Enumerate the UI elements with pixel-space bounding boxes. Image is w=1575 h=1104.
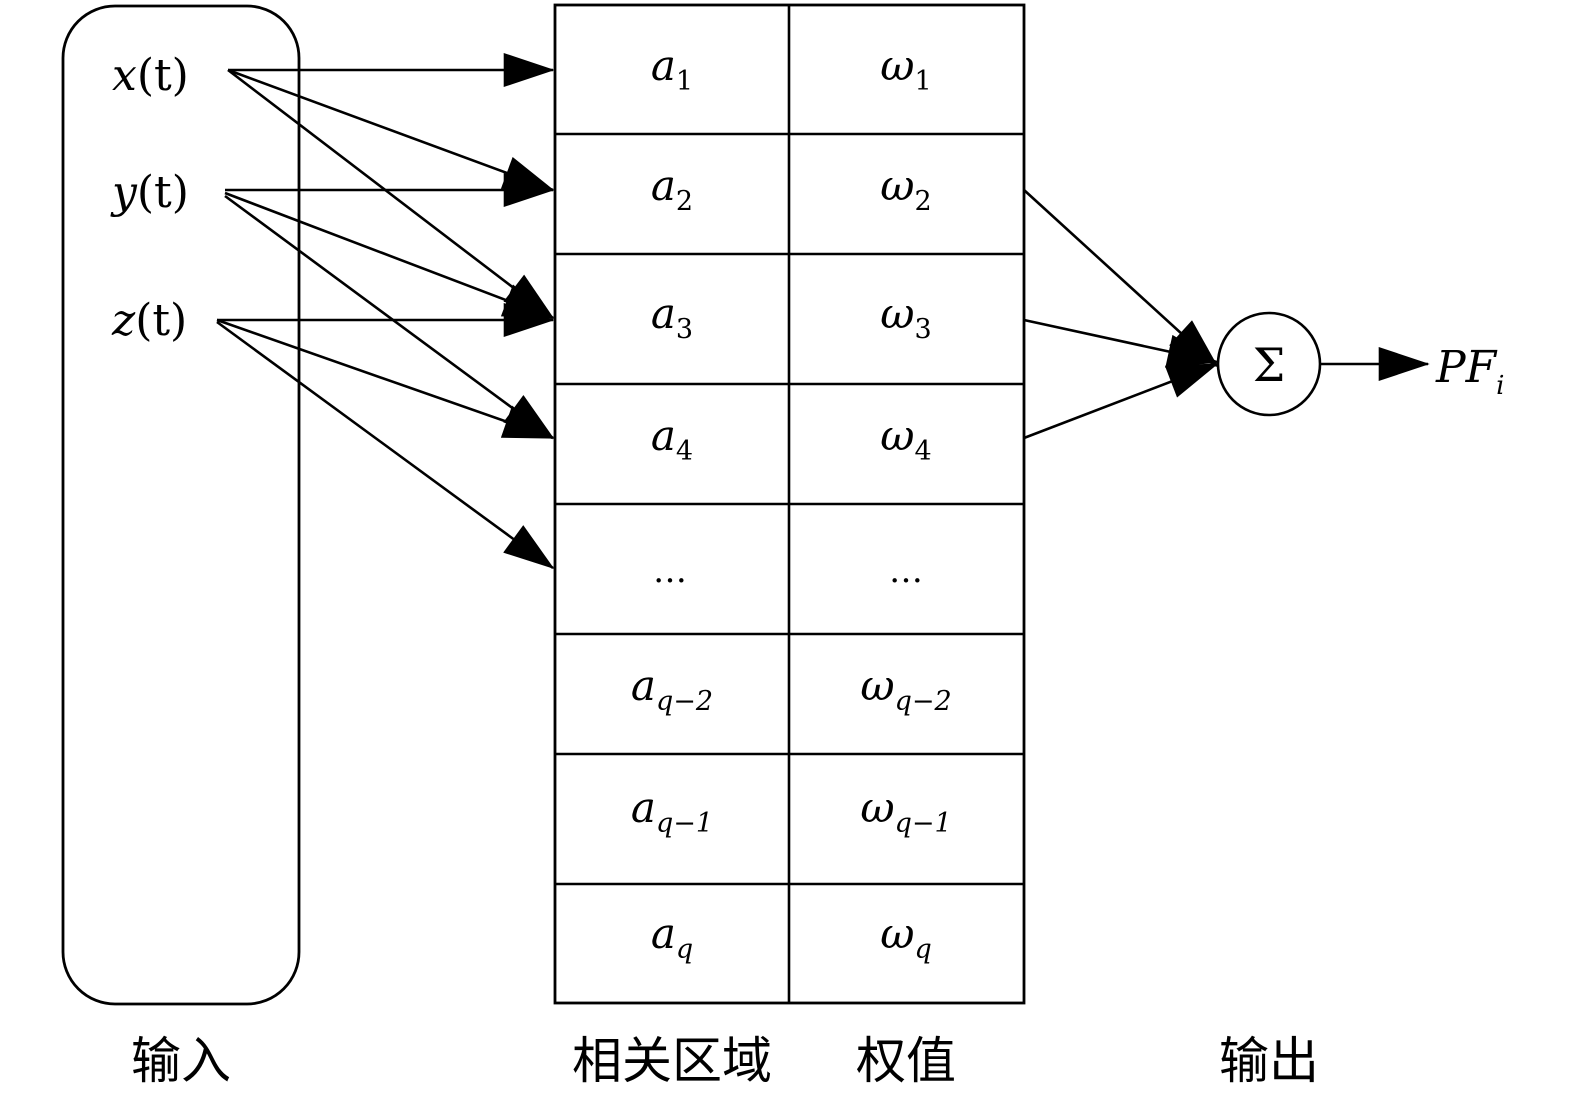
region-cell: aq−1 — [631, 783, 713, 839]
label-output: 输出 — [1219, 1032, 1319, 1090]
arrow-z-ellipsis — [216, 320, 555, 570]
arrow-w4-sum — [1023, 362, 1219, 440]
weight-cell: ωq−2 — [860, 661, 951, 717]
region-cell: a3 — [651, 289, 693, 345]
arrow-x-a3 — [227, 68, 555, 320]
arrow-z-a4 — [216, 318, 555, 440]
weight-cell: ω2 — [880, 161, 931, 217]
output-label: PFi — [1435, 342, 1504, 401]
arrow-w2-sum — [1023, 189, 1219, 368]
region-cells: a1 a2 a3 a4 … aq−2 aq−1 aq — [631, 41, 713, 965]
label-region: 相关区域 — [572, 1032, 772, 1090]
label-input: 输入 — [131, 1032, 231, 1090]
weight-cell: ωq — [880, 909, 932, 965]
arrows-to-sum — [1023, 189, 1219, 440]
weight-cells: ω1 ω2 ω3 ω4 … ωq−2 ωq−1 ωq — [860, 41, 951, 965]
weight-cell: ω1 — [880, 41, 931, 97]
input-y: y(t) — [110, 167, 189, 218]
region-cell: aq — [651, 909, 693, 965]
region-cell: aq−2 — [631, 661, 713, 717]
input-box — [61, 4, 301, 1006]
input-z: z(t) — [111, 295, 187, 346]
label-weight: 权值 — [856, 1032, 956, 1090]
input-x: x(t) — [112, 50, 189, 101]
region-cell: a2 — [651, 161, 693, 217]
region-cell-ellipsis: … — [653, 551, 687, 591]
weight-cell-ellipsis: … — [889, 551, 923, 591]
arrows-from-x — [227, 53, 555, 320]
region-cell: a4 — [651, 411, 693, 467]
region-cell: a1 — [651, 41, 693, 97]
arrow-y-a4 — [224, 194, 555, 440]
region-weight-table — [553, 3, 1026, 1005]
arrows-from-z — [216, 303, 555, 570]
arrow-x-a2 — [227, 68, 555, 192]
arrow-w3-sum — [1023, 318, 1219, 369]
weight-cell: ω3 — [880, 289, 931, 345]
weight-cell: ω4 — [880, 411, 931, 467]
sum-symbol: Σ — [1253, 338, 1286, 392]
weight-cell: ωq−1 — [860, 783, 951, 839]
arrows-from-y — [224, 173, 555, 440]
arrow-y-a3 — [224, 191, 555, 320]
